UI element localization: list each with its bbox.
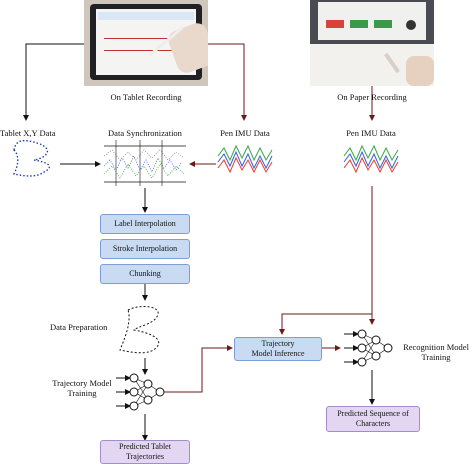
arrow-training-to-inference [164,345,233,393]
arrow-tablet-to-imu [208,43,247,121]
neural-network-icon [344,329,393,367]
chunking-box: Chunking [100,264,190,284]
on-paper-recording-label: On Paper Recording [337,92,407,102]
prepared-trajectory-figure [119,306,159,354]
predicted-sequence-line2: Characters [355,419,391,428]
predicted-tablet-line2: Trajectories [126,452,164,461]
arrow-tablet-to-xy [23,43,84,121]
data-preparation-label: Data Preparation [50,322,108,332]
trajectory-inference-line1: Trajectory [261,339,295,348]
predicted-sequence-box: Predicted Sequence of Characters [326,406,420,432]
pen-imu-label-right: Pen IMU Data [346,128,396,138]
stroke-interpolation-box: Stroke Interpolation [100,239,190,259]
predicted-tablet-line1: Predicted Tablet [119,442,171,451]
predicted-sequence-line1: Predicted Sequence of [337,409,409,418]
data-sync-plot [103,140,186,186]
predicted-tablet-box: Predicted Tablet Trajectories [100,440,190,464]
neural-network-icon [116,373,165,411]
recognition-training-line2: Training [421,352,451,362]
trajectory-training-line2: Training [67,388,97,398]
tablet-recording-photo [84,0,208,86]
pen-imu-plot-right [343,144,399,174]
trajectory-inference-box: Trajectory Model Inference [234,337,322,361]
tablet-xy-trace [12,139,50,177]
recognition-training-label: Recognition Model Training [398,342,474,362]
trajectory-training-label: Trajectory Model Training [42,378,122,398]
tablet-xy-label: Tablet X,Y Data [0,128,56,138]
trajectory-inference-line2: Model Inference [251,349,305,358]
paper-recording-photo [310,0,434,86]
arrow-imu-right-down [279,186,375,335]
pen-imu-plot-left [217,144,273,174]
on-tablet-recording-label: On Tablet Recording [110,92,182,102]
recognition-training-line1: Recognition Model [403,342,469,352]
label-interpolation-box: Label Interpolation [100,214,190,234]
pen-imu-label-left: Pen IMU Data [220,128,270,138]
trajectory-training-line1: Trajectory Model [52,378,112,388]
data-sync-label: Data Synchronization [108,128,182,138]
